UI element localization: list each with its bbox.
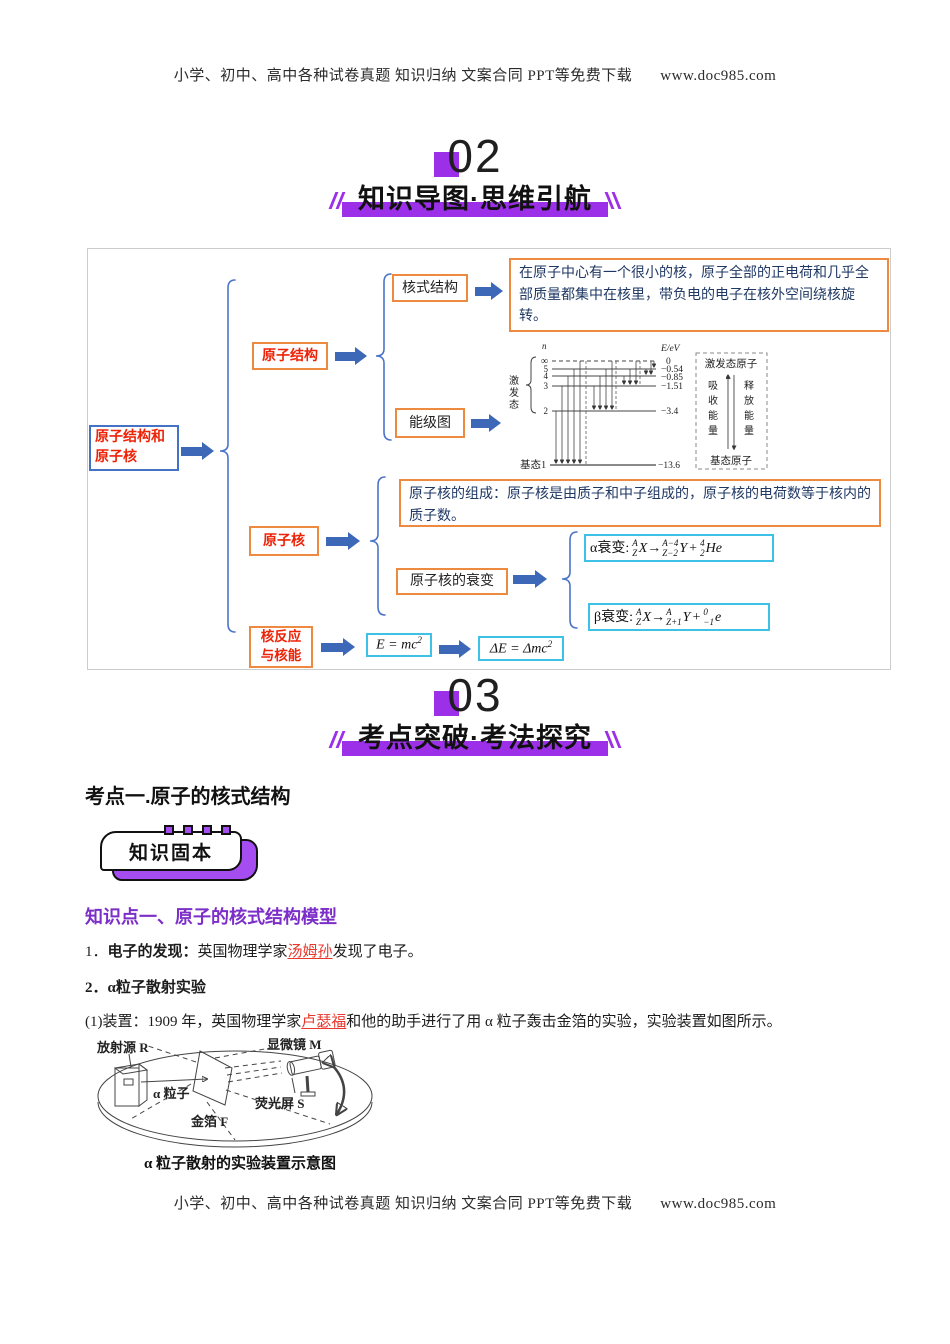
paragraph-alpha-experiment-title: 2．α粒子散射实验: [85, 980, 206, 996]
flow-arrow: [181, 442, 214, 460]
svg-text:−1.51: −1.51: [661, 382, 683, 392]
node-energy-level: 能级图: [395, 408, 465, 438]
svg-text:金箔 F: 金箔 F: [190, 1114, 228, 1129]
svg-text:−3.4: −3.4: [661, 407, 678, 417]
node-decay: 原子核的衰变: [396, 568, 508, 595]
svg-text:−0.54: −0.54: [661, 365, 683, 375]
paragraph-apparatus: (1)装置：1909 年，英国物理学家卢瑟福和他的助手进行了用 α 粒子轰击金箔…: [85, 1014, 782, 1030]
svg-text:基态1: 基态1: [520, 458, 546, 471]
mindmap-root-node: 原子结构和原子核: [89, 425, 179, 471]
node-nucleus: 原子核: [249, 526, 319, 556]
footer-url-link[interactable]: www.doc985.com: [660, 1196, 777, 1212]
paragraph-electron-discovery: 1．电子的发现：英国物理学家汤姆孙发现了电子。: [85, 944, 423, 960]
section-02-number: 02: [434, 133, 502, 179]
brace-connector: [369, 476, 386, 616]
brace-connector: [375, 273, 392, 441]
link-thomson[interactable]: 汤姆孙: [287, 944, 333, 960]
node-nuclear-model: 核式结构: [392, 274, 468, 302]
node-atom-structure: 原子结构: [252, 342, 328, 370]
section-03-number: 03: [434, 672, 502, 718]
svg-text:显微镜 M: 显微镜 M: [267, 1038, 322, 1052]
svg-text:∞: ∞: [541, 356, 548, 367]
svg-text:激: 激: [509, 374, 519, 387]
header-url-link[interactable]: www.doc985.com: [660, 68, 777, 84]
flow-arrow: [326, 532, 360, 550]
emc2-formula: E = mc2: [366, 633, 432, 657]
right-slashes-decoration: [604, 731, 622, 753]
scattering-experiment-figure: 放射源 R 显微镜 M α 粒子 荧光屏 S 金箔 F: [96, 1038, 373, 1148]
svg-text:5: 5: [544, 364, 549, 374]
svg-text:E/eV: E/eV: [660, 344, 681, 354]
flow-arrow: [439, 640, 471, 658]
brace-connector: [561, 531, 578, 629]
exam-point-heading: 考点一.原子的核式结构: [85, 786, 291, 808]
section-02-title: 知识导图·思维引航: [342, 183, 608, 218]
nuclear-model-description: 在原子中心有一个很小的核，原子全部的正电荷和几乎全部质量都集中在核里，带负电的电…: [509, 258, 889, 332]
badge-squares-decoration: [164, 825, 231, 835]
header-text: 小学、初中、高中各种试卷真题 知识归纳 文案合同 PPT等免费下载: [173, 68, 633, 84]
purple-square-decoration: [434, 152, 460, 177]
link-rutherford[interactable]: 卢瑟福: [301, 1014, 347, 1030]
svg-text:3: 3: [544, 381, 549, 391]
flow-arrow: [321, 638, 355, 656]
svg-text:量: 量: [708, 425, 718, 437]
footer-text: 小学、初中、高中各种试卷真题 知识归纳 文案合同 PPT等免费下载: [173, 1196, 633, 1212]
svg-text:量: 量: [744, 425, 754, 437]
flow-arrow: [335, 347, 367, 365]
svg-text:−13.6: −13.6: [658, 461, 680, 471]
page-header: 小学、初中、高中各种试卷真题 知识归纳 文案合同 PPT等免费下载 www.doc…: [0, 64, 950, 85]
flow-arrow: [475, 282, 503, 300]
svg-text:4: 4: [544, 371, 549, 381]
right-slashes-decoration: [604, 192, 622, 214]
svg-text:n: n: [542, 341, 547, 351]
svg-text:态: 态: [509, 398, 519, 411]
svg-text:放: 放: [744, 394, 754, 407]
svg-text:−0.85: −0.85: [661, 373, 683, 383]
svg-text:吸: 吸: [708, 381, 718, 392]
mindmap-panel: 原子结构和原子核 原子结构 核式结构 在原子中心有一个很小的核，原子全部的正电荷…: [87, 248, 891, 670]
svg-text:基态原子: 基态原子: [710, 454, 752, 467]
flow-arrow: [471, 414, 501, 432]
page-footer: 小学、初中、高中各种试卷真题 知识归纳 文案合同 PPT等免费下载 www.doc…: [0, 1192, 950, 1213]
delta-emc2-formula: ΔE = Δmc2: [478, 636, 564, 661]
section-03-header: 03 考点突破·考法探究: [0, 672, 950, 757]
svg-text:激发态原子: 激发态原子: [705, 357, 758, 370]
nucleus-description: 原子核的组成：原子核是由质子和中子组成的，原子核的电荷数等于核内的质子数。: [399, 479, 881, 527]
svg-text:能: 能: [744, 409, 754, 422]
purple-bar-decoration: [342, 741, 608, 757]
svg-text:α 粒子: α 粒子: [153, 1086, 190, 1101]
knowledge-badge: 知识固本: [100, 825, 260, 887]
section-02-header: 02 知识导图·思维引航: [0, 133, 950, 218]
svg-text:2: 2: [544, 406, 549, 416]
svg-text:发: 发: [509, 386, 519, 399]
energy-level-diagram: n ∞ 5 4 3 2 基态1 激 发 态: [509, 341, 768, 471]
svg-text:放射源 R: 放射源 R: [96, 1040, 149, 1055]
figure-caption: α 粒子散射的实验装置示意图: [143, 1156, 337, 1172]
svg-text:收: 收: [708, 394, 718, 407]
svg-text:0: 0: [666, 357, 671, 367]
node-nuclear-reaction: 核反应与核能: [249, 626, 313, 668]
knowledge-point-heading: 知识点一、原子的核式结构模型: [85, 907, 337, 927]
brace-connector: [219, 279, 236, 633]
svg-text:释: 释: [744, 379, 754, 392]
purple-square-decoration: [434, 691, 460, 716]
purple-bar-decoration: [342, 202, 608, 218]
svg-text:荧光屏 S: 荧光屏 S: [255, 1096, 304, 1111]
svg-text:能: 能: [708, 409, 718, 422]
section-03-title: 考点突破·考法探究: [342, 722, 608, 757]
badge-label: 知识固本: [100, 831, 242, 871]
flow-arrow: [513, 570, 547, 588]
